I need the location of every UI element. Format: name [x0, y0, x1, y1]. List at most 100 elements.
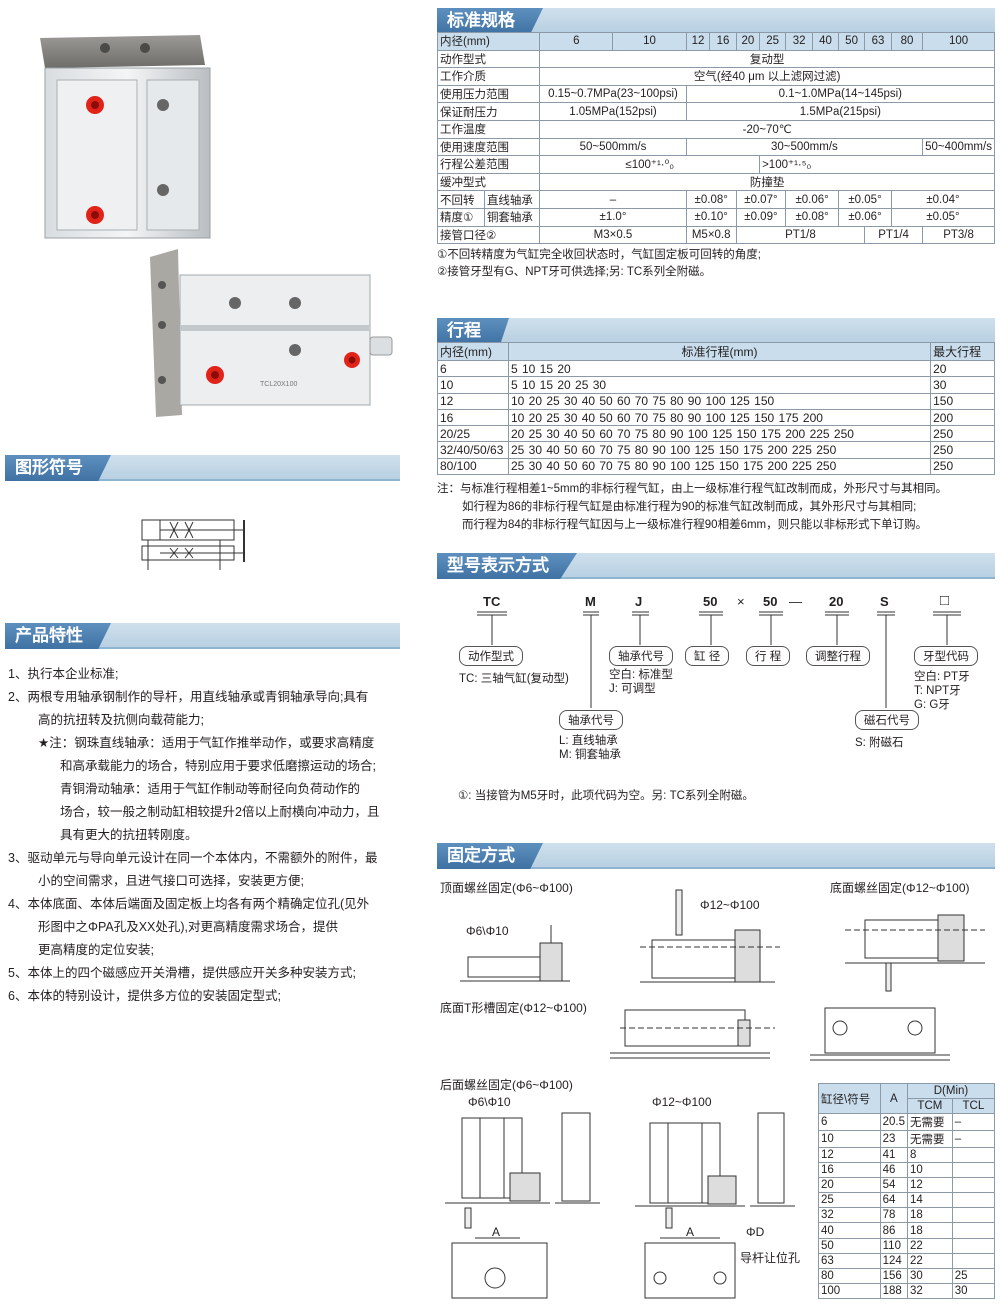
- spec-row-label: 直线轴承: [483, 190, 541, 209]
- mount-top-screw-label: 顶面螺丝固定(Φ6~Φ100): [440, 881, 573, 895]
- desc-bearing-2: M: 铜套轴承: [559, 749, 621, 761]
- dim-header: TCL: [951, 1098, 996, 1114]
- dim-cell: [951, 1222, 996, 1239]
- spec-cell: ±1.0°: [539, 207, 687, 227]
- spec-row: 使用压力范围 0.15~0.7MPa(23~100psi) 0.1~1.0MPa…: [436, 84, 996, 104]
- dim-cell: 25: [951, 1267, 996, 1284]
- label-bearing: 轴承代号: [559, 710, 623, 730]
- stroke-values-cell: 5 10 15 20 25 30: [507, 376, 932, 394]
- desc-action: TC: 三轴气缸(复动型): [459, 673, 569, 685]
- spec-cell: -20~70℃: [539, 119, 995, 139]
- spec-row-label: 铜套轴承: [483, 207, 541, 227]
- section-title-spec: 标准规格: [437, 8, 543, 34]
- dim-cell: 80: [818, 1267, 881, 1284]
- spec-row-label: 使用压力范围: [436, 84, 541, 104]
- spec-cell: ±0.05°: [890, 207, 996, 227]
- label-stroke: 行 程: [746, 646, 791, 666]
- desc-guide: 空白: 标准型 J: 可调型: [609, 668, 673, 696]
- stroke-values-cell: 25 30 40 50 60 70 75 80 90 100 125 150 1…: [507, 457, 932, 476]
- spec-bore-cell: 20: [735, 32, 761, 51]
- spec-cell: 防撞垫: [539, 172, 995, 192]
- section-title-model: 型号表示方式: [437, 553, 577, 579]
- dim-header: 缸径\符号: [818, 1083, 881, 1114]
- spec-row-label: 精度①: [437, 207, 485, 227]
- spec-row-label: 使用速度范围: [436, 137, 541, 157]
- dim-cell: 22: [907, 1237, 953, 1254]
- dim-cell: 25: [818, 1192, 881, 1209]
- spec-cell: 空气(经40 μm 以上滤网过滤): [539, 67, 995, 86]
- stroke-max-cell: 20: [930, 359, 995, 378]
- spec-row: 动作型式 复动型: [436, 49, 995, 69]
- dim-a-small: A: [492, 1225, 501, 1239]
- spec-cell: ±0.08°: [785, 207, 840, 227]
- mount-top-small-label: Φ6\Φ10: [466, 924, 509, 938]
- code-stroke: 50: [763, 594, 778, 609]
- feature-line: 和高承载能力的场合，特别应用于要求低磨擦运动的场合;: [60, 759, 376, 773]
- product-photo-1: [35, 30, 235, 240]
- section-bar-symbol: 图形符号: [5, 455, 400, 481]
- dim-a-large: A: [686, 1225, 695, 1239]
- section-title-symbol: 图形符号: [5, 455, 111, 481]
- spec-row: 使用速度范围 50~500mm/s 30~500mm/s 50~400mm/s: [436, 137, 995, 157]
- feature-line: 形图中之ΦPA孔及XX处孔),对更高精度需求场合，提供: [38, 920, 339, 934]
- spec-row-label: 工作温度: [436, 119, 541, 139]
- photo-model-label: TCL20X100: [260, 381, 298, 388]
- dim-cell: 18: [907, 1222, 953, 1239]
- stroke-max-cell: 250: [930, 457, 995, 476]
- model-note: ①: 当接管为M5牙时，此项代码为空。另: TC系列全附磁。: [458, 790, 754, 802]
- spec-cell: 复动型: [539, 49, 995, 69]
- stroke-header-row: 内径(mm) 标准行程(mm) 最大行程: [437, 342, 995, 361]
- spec-row: 保证耐压力 1.05MPa(152psi) 1.5MPa(215psi): [436, 102, 996, 121]
- label-guide: 轴承代号: [609, 646, 673, 666]
- spec-note: ①不回转精度为气缸完全收回状态时，气缸固定板可回转的角度;: [437, 249, 762, 261]
- spec-cell: 50~400mm/s: [922, 137, 995, 157]
- section-bar-model: 型号表示方式: [437, 553, 995, 579]
- dim-cell: 16: [818, 1162, 881, 1179]
- dim-cell: 14: [907, 1192, 953, 1209]
- spec-row-label: 工作介质: [436, 67, 541, 86]
- stroke-header: 最大行程: [930, 342, 995, 361]
- spec-row: 行程公差范围 ≤100⁺¹·⁰₀ >100⁺¹·⁵₀: [436, 155, 995, 174]
- dim-cell: 40: [818, 1222, 881, 1239]
- stroke-bore-cell: 16: [437, 408, 509, 427]
- spec-row-label: 保证耐压力: [436, 102, 541, 121]
- dim-cell: 32: [818, 1207, 881, 1224]
- dim-cell: [951, 1177, 996, 1194]
- spec-bore-cell: 12: [685, 32, 711, 51]
- spec-cell: 0.15~0.7MPa(23~100psi): [539, 84, 687, 104]
- spec-note: ②接管牙型有G、NPT牙可供选择;另: TC系列全附磁。: [437, 266, 712, 278]
- dim-cell: 20: [818, 1177, 881, 1194]
- desc-guide-1: 空白: 标准型: [609, 669, 673, 681]
- stroke-values-cell: 5 10 15 20: [507, 359, 932, 378]
- spec-bore-cell: 16: [709, 32, 737, 51]
- spec-cell: ±0.09°: [735, 207, 787, 227]
- spec-bore-cell: 50: [838, 32, 866, 51]
- dim-cell: 20.5: [879, 1113, 909, 1131]
- spec-row: 精度① 铜套轴承 ±1.0° ±0.10° ±0.09° ±0.08° ±0.0…: [437, 207, 996, 227]
- dim-cell: 无需要: [907, 1130, 953, 1148]
- stroke-bore-cell: 32/40/50/63: [437, 441, 509, 459]
- spec-cell: –: [539, 190, 687, 209]
- label-action: 动作型式: [459, 646, 523, 666]
- spec-row: 不回转 直线轴承 – ±0.08° ±0.07° ±0.06° ±0.05° ±…: [437, 190, 996, 209]
- dim-cell: 50: [818, 1237, 881, 1254]
- spec-cell: >100⁺¹·⁵₀: [759, 155, 995, 174]
- code-thread: □: [940, 592, 950, 609]
- dim-cell: 100: [818, 1282, 881, 1299]
- desc-magnet: S: 附磁石: [855, 737, 904, 749]
- code-j: J: [635, 594, 643, 609]
- stroke-values-cell: 10 20 25 30 40 50 60 70 75 80 90 100 125…: [507, 408, 932, 427]
- stroke-notes: 注：与标准行程相差1~5mm的非标行程气缸，由上一级标准行程气缸改制而成，外形尺…: [437, 480, 995, 534]
- label-bore: 缸 径: [685, 646, 730, 666]
